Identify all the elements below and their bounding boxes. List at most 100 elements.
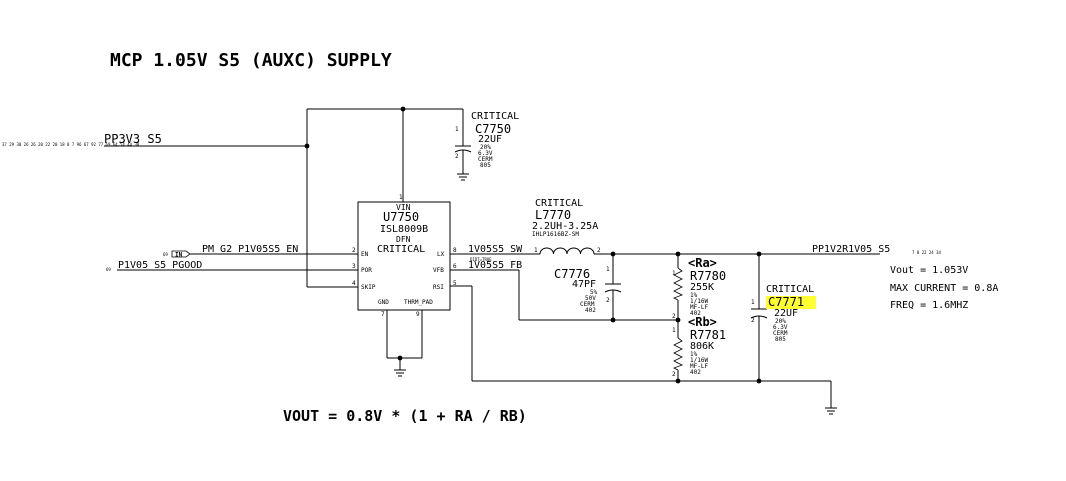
net-label-pp3v3-s5: PP3V3_S5 [104, 132, 162, 146]
ic-package: DFN [396, 235, 411, 244]
r7780-spec: 1/16W [690, 298, 708, 305]
output-specs: Vout = 1.053V MAX CURRENT = 0.8A FREQ = … [890, 265, 998, 311]
ic-pin-en-number: 2 [352, 247, 356, 254]
ic-pin-lx-number: 8 [453, 247, 457, 254]
c7750-pin2: 2 [455, 153, 459, 160]
ic-pin-rsi-label: RSI [433, 284, 444, 291]
c7750-refdes: C7750 [475, 122, 511, 136]
sheet-title: MCP 1.05V S5 (AUXC) SUPPLY [110, 50, 392, 71]
vout-formula: VOUT = 0.8V * (1 + RA / RB) [283, 407, 527, 425]
ic-u7750: 1 VIN U7750 ISL8009B DFN CRITICAL 2 EN 3… [352, 194, 457, 318]
l7770-critical: CRITICAL [535, 198, 583, 209]
c7776-pin1: 1 [606, 266, 610, 273]
wires [104, 108, 880, 408]
ic-part-number: ISL8009B [380, 224, 428, 235]
net-label-pgood: P1V05_S5_PGOOD [118, 260, 202, 271]
r7781-spec: 1/16W [690, 357, 708, 364]
ic-pin-vfb-number: 6 [453, 263, 457, 270]
c7776-spec: 402 [585, 307, 596, 314]
r7781-spec: 402 [690, 369, 701, 376]
ic-pin-vfb-label: VFB [433, 267, 444, 274]
ic-pin-gnd-number: 7 [381, 311, 385, 318]
net-refs-output: 7 8 22 24 34 [912, 250, 941, 255]
ground-symbol [457, 166, 469, 181]
ic-pin-rsi-number: 5 [453, 280, 457, 287]
c7750-spec: 20% [480, 144, 491, 151]
c7771-spec: 6.3V [773, 324, 788, 331]
c7776-spec: CERM [580, 301, 595, 308]
ic-critical-label: CRITICAL [377, 244, 425, 255]
r7780-spec: 402 [690, 310, 701, 317]
junction-dot [675, 317, 681, 323]
l7770-pin1: 1 [534, 247, 538, 254]
ic-pin-thrm-label: THRM_PAD [404, 299, 433, 306]
c7771-pin2: 2 [751, 317, 755, 324]
ic-pin-en-label: EN [361, 251, 369, 258]
r7780-alias: <Ra> [688, 256, 717, 270]
net-ref-pgood: 69 [106, 267, 111, 272]
ic-pin-skip-number: 4 [352, 280, 356, 287]
r7781-pin1: 1 [672, 327, 676, 334]
spec-max-current: MAX CURRENT = 0.8A [890, 283, 998, 294]
c7776-spec: 5% [590, 289, 598, 296]
c7750-spec: CERM [478, 156, 493, 163]
r7781-value: 806K [690, 341, 714, 352]
c7776-spec: 50V [585, 295, 596, 302]
junction-dot [610, 317, 616, 323]
junction-dots [304, 106, 762, 384]
net-note-didt: DIDT=TRUE [470, 257, 492, 262]
r7781-refdes: R7781 [690, 328, 726, 342]
resistor-r7780: 1 2 <Ra> R7780 255K 1% 1/16W MF-LF 402 [672, 256, 726, 320]
r7781-spec: 1% [690, 351, 698, 358]
junction-dot [756, 251, 762, 257]
ground-symbol [825, 407, 837, 415]
ic-pin-por-label: POR [361, 267, 372, 274]
net-label-sw: 1V05S5_SW [468, 244, 523, 255]
ic-pin-lx-label: LX [437, 251, 445, 258]
port-in-label: IN [175, 252, 183, 259]
c7771-refdes: C7771 [768, 295, 804, 309]
inductor-l7770: CRITICAL L7770 2.2UH-3.25A IHLP1616BZ-SM… [532, 198, 601, 255]
r7780-pin1: 1 [672, 270, 676, 277]
capacitor-c7771: 1 2 CRITICAL C7771 22UF 20% 6.3V CERM 80… [750, 284, 816, 343]
c7771-spec: 805 [775, 336, 786, 343]
c7771-highlight [766, 296, 816, 309]
c7776-refdes: C7776 [554, 267, 590, 281]
l7770-pin2: 2 [597, 247, 601, 254]
c7750-value: 22UF [478, 134, 502, 145]
capacitor-c7750: 1 2 CRITICAL C7750 22UF 20% 6.3V CERM 80… [454, 111, 519, 169]
ic-pin-por-number: 3 [352, 263, 356, 270]
net-label-en: PM_G2_P1V05S5_EN [202, 244, 298, 255]
r7780-spec: MF-LF [690, 304, 708, 311]
net-label-output: PP1V2R1V05_S5 [812, 244, 890, 255]
c7771-value: 22UF [774, 308, 798, 319]
junction-dot [400, 106, 406, 112]
c7750-spec: 805 [480, 162, 491, 169]
spec-vout: Vout = 1.053V [890, 265, 968, 276]
capacitor-c7776: 1 2 C7776 47PF 5% 50V CERM 402 [554, 266, 622, 314]
ic-pin-vin-number: 1 [399, 194, 403, 201]
c7750-critical: CRITICAL [471, 111, 519, 122]
ic-pin-vin-label: VIN [396, 203, 411, 212]
ic-refdes: U7750 [383, 210, 419, 224]
l7770-part: IHLP1616BZ-SM [532, 231, 579, 238]
l7770-value: 2.2UH-3.25A [532, 221, 598, 232]
c7750-spec: 6.3V [478, 150, 493, 157]
junction-dot [304, 143, 310, 149]
junction-dot [397, 355, 403, 361]
c7776-value: 47PF [572, 279, 596, 290]
c7771-spec: 20% [775, 318, 786, 325]
r7780-spec: 1% [690, 292, 698, 299]
r7781-alias: <Rb> [688, 315, 717, 329]
ic-pin-skip-label: SKIP [361, 284, 376, 291]
r7781-spec: MF-LF [690, 363, 708, 370]
junction-dot [756, 378, 762, 384]
spec-freq: FREQ = 1.6MHZ [890, 300, 968, 311]
c7750-pin1: 1 [455, 126, 459, 133]
net-label-fb: 1V05S5_FB [468, 260, 522, 271]
net-ref-en: 69 [163, 252, 168, 257]
r7780-pin2: 2 [672, 313, 676, 320]
c7771-critical: CRITICAL [766, 284, 814, 295]
resistor-r7781: 1 2 <Rb> R7781 806K 1% 1/16W MF-LF 402 [672, 315, 726, 378]
